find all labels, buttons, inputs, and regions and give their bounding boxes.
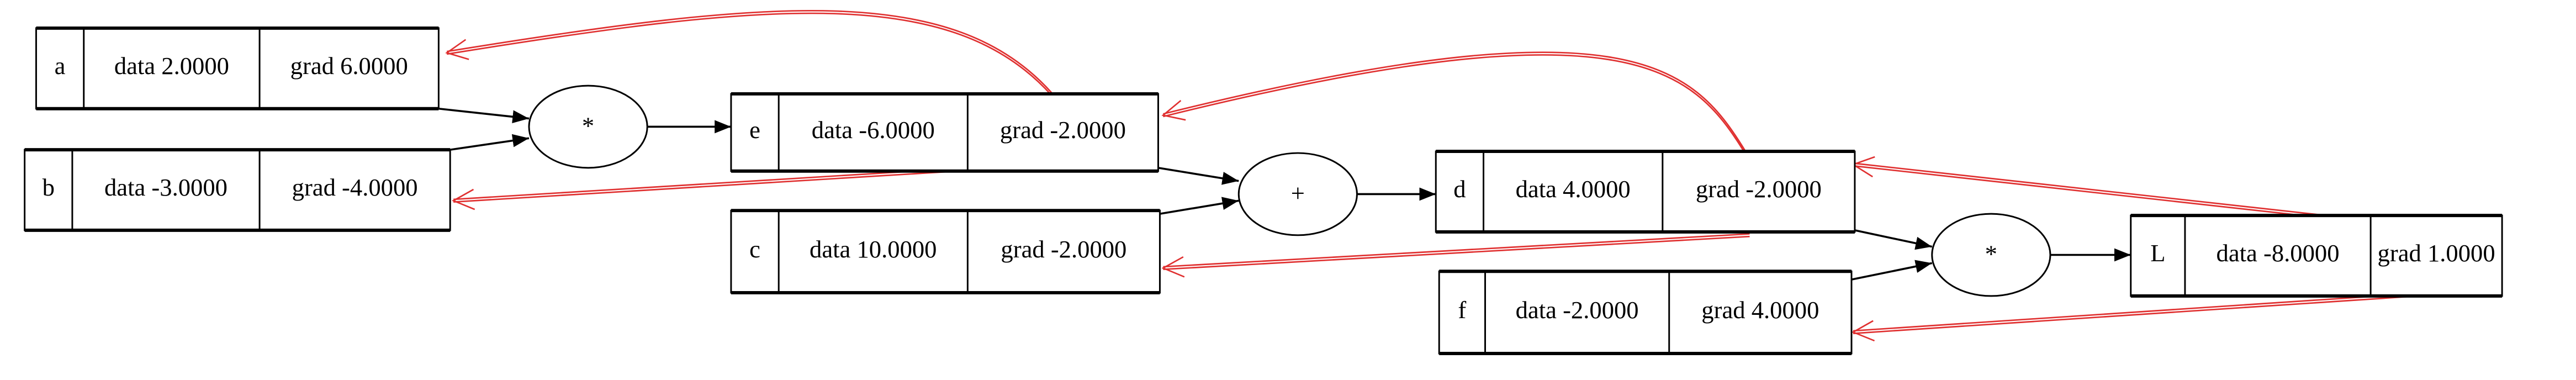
- arrowhead-icon: [1851, 320, 1875, 342]
- node-label: d: [1453, 175, 1466, 203]
- value-node-d[interactable]: d data 4.0000 grad -2.0000: [1435, 150, 1856, 234]
- node-grad: grad 4.0000: [1701, 296, 1819, 324]
- value-node-f[interactable]: f data -2.0000 grad 4.0000: [1438, 270, 1853, 356]
- node-data: data -2.0000: [1516, 296, 1639, 324]
- node-label: c: [749, 235, 760, 263]
- edge-c-to-add1: [1160, 197, 1239, 215]
- edge-b-to-mul1: [449, 134, 530, 151]
- node-grad: grad -2.0000: [1000, 116, 1126, 144]
- node-label: a: [55, 52, 66, 80]
- node-data: data -6.0000: [812, 116, 935, 144]
- gradient-edge-d-to-e: [1161, 51, 1745, 154]
- node-label: e: [749, 116, 760, 144]
- op-label: *: [582, 112, 594, 140]
- node-grad: grad 1.0000: [2378, 239, 2495, 267]
- node-data: data 10.0000: [810, 235, 937, 263]
- op-label: +: [1291, 180, 1305, 207]
- value-node-c[interactable]: c data 10.0000 grad -2.0000: [730, 209, 1161, 294]
- node-grad: grad -2.0000: [1001, 235, 1126, 263]
- node-grad: grad -2.0000: [1696, 175, 1822, 203]
- value-node-a[interactable]: a data 2.0000 grad 6.0000: [35, 26, 440, 110]
- value-node-b[interactable]: b data -3.0000 grad -4.0000: [24, 148, 451, 232]
- edge-f-to-mul2: [1851, 260, 1933, 281]
- edge-d-to-mul2: [1854, 229, 1933, 250]
- node-label: f: [1458, 296, 1466, 324]
- gradient-edge-e-to-a: [445, 9, 1052, 96]
- node-label: b: [43, 173, 55, 201]
- gradient-edge-d-to-c: [1161, 233, 1750, 278]
- node-label: L: [2150, 239, 2165, 267]
- arrowhead-icon: [1161, 99, 1186, 121]
- node-data: data -3.0000: [104, 173, 228, 201]
- arrowhead-icon: [452, 188, 475, 210]
- node-grad: grad 6.0000: [290, 52, 408, 80]
- arrowhead-icon: [1161, 256, 1185, 278]
- edge-a-to-mul1: [438, 107, 530, 124]
- arrowhead-icon: [445, 39, 469, 60]
- op-node-add1[interactable]: +: [1237, 152, 1358, 236]
- value-node-e[interactable]: e data -6.0000 grad -2.0000: [730, 92, 1159, 173]
- node-data: data 4.0000: [1516, 175, 1631, 203]
- node-grad: grad -4.0000: [292, 173, 418, 201]
- edge-e-to-add1: [1158, 167, 1239, 185]
- op-node-mul2[interactable]: *: [1931, 213, 2051, 297]
- op-node-mul1[interactable]: *: [528, 85, 648, 169]
- op-label: *: [1985, 240, 1997, 268]
- node-data: data -8.0000: [2217, 239, 2340, 267]
- node-data: data 2.0000: [114, 52, 229, 80]
